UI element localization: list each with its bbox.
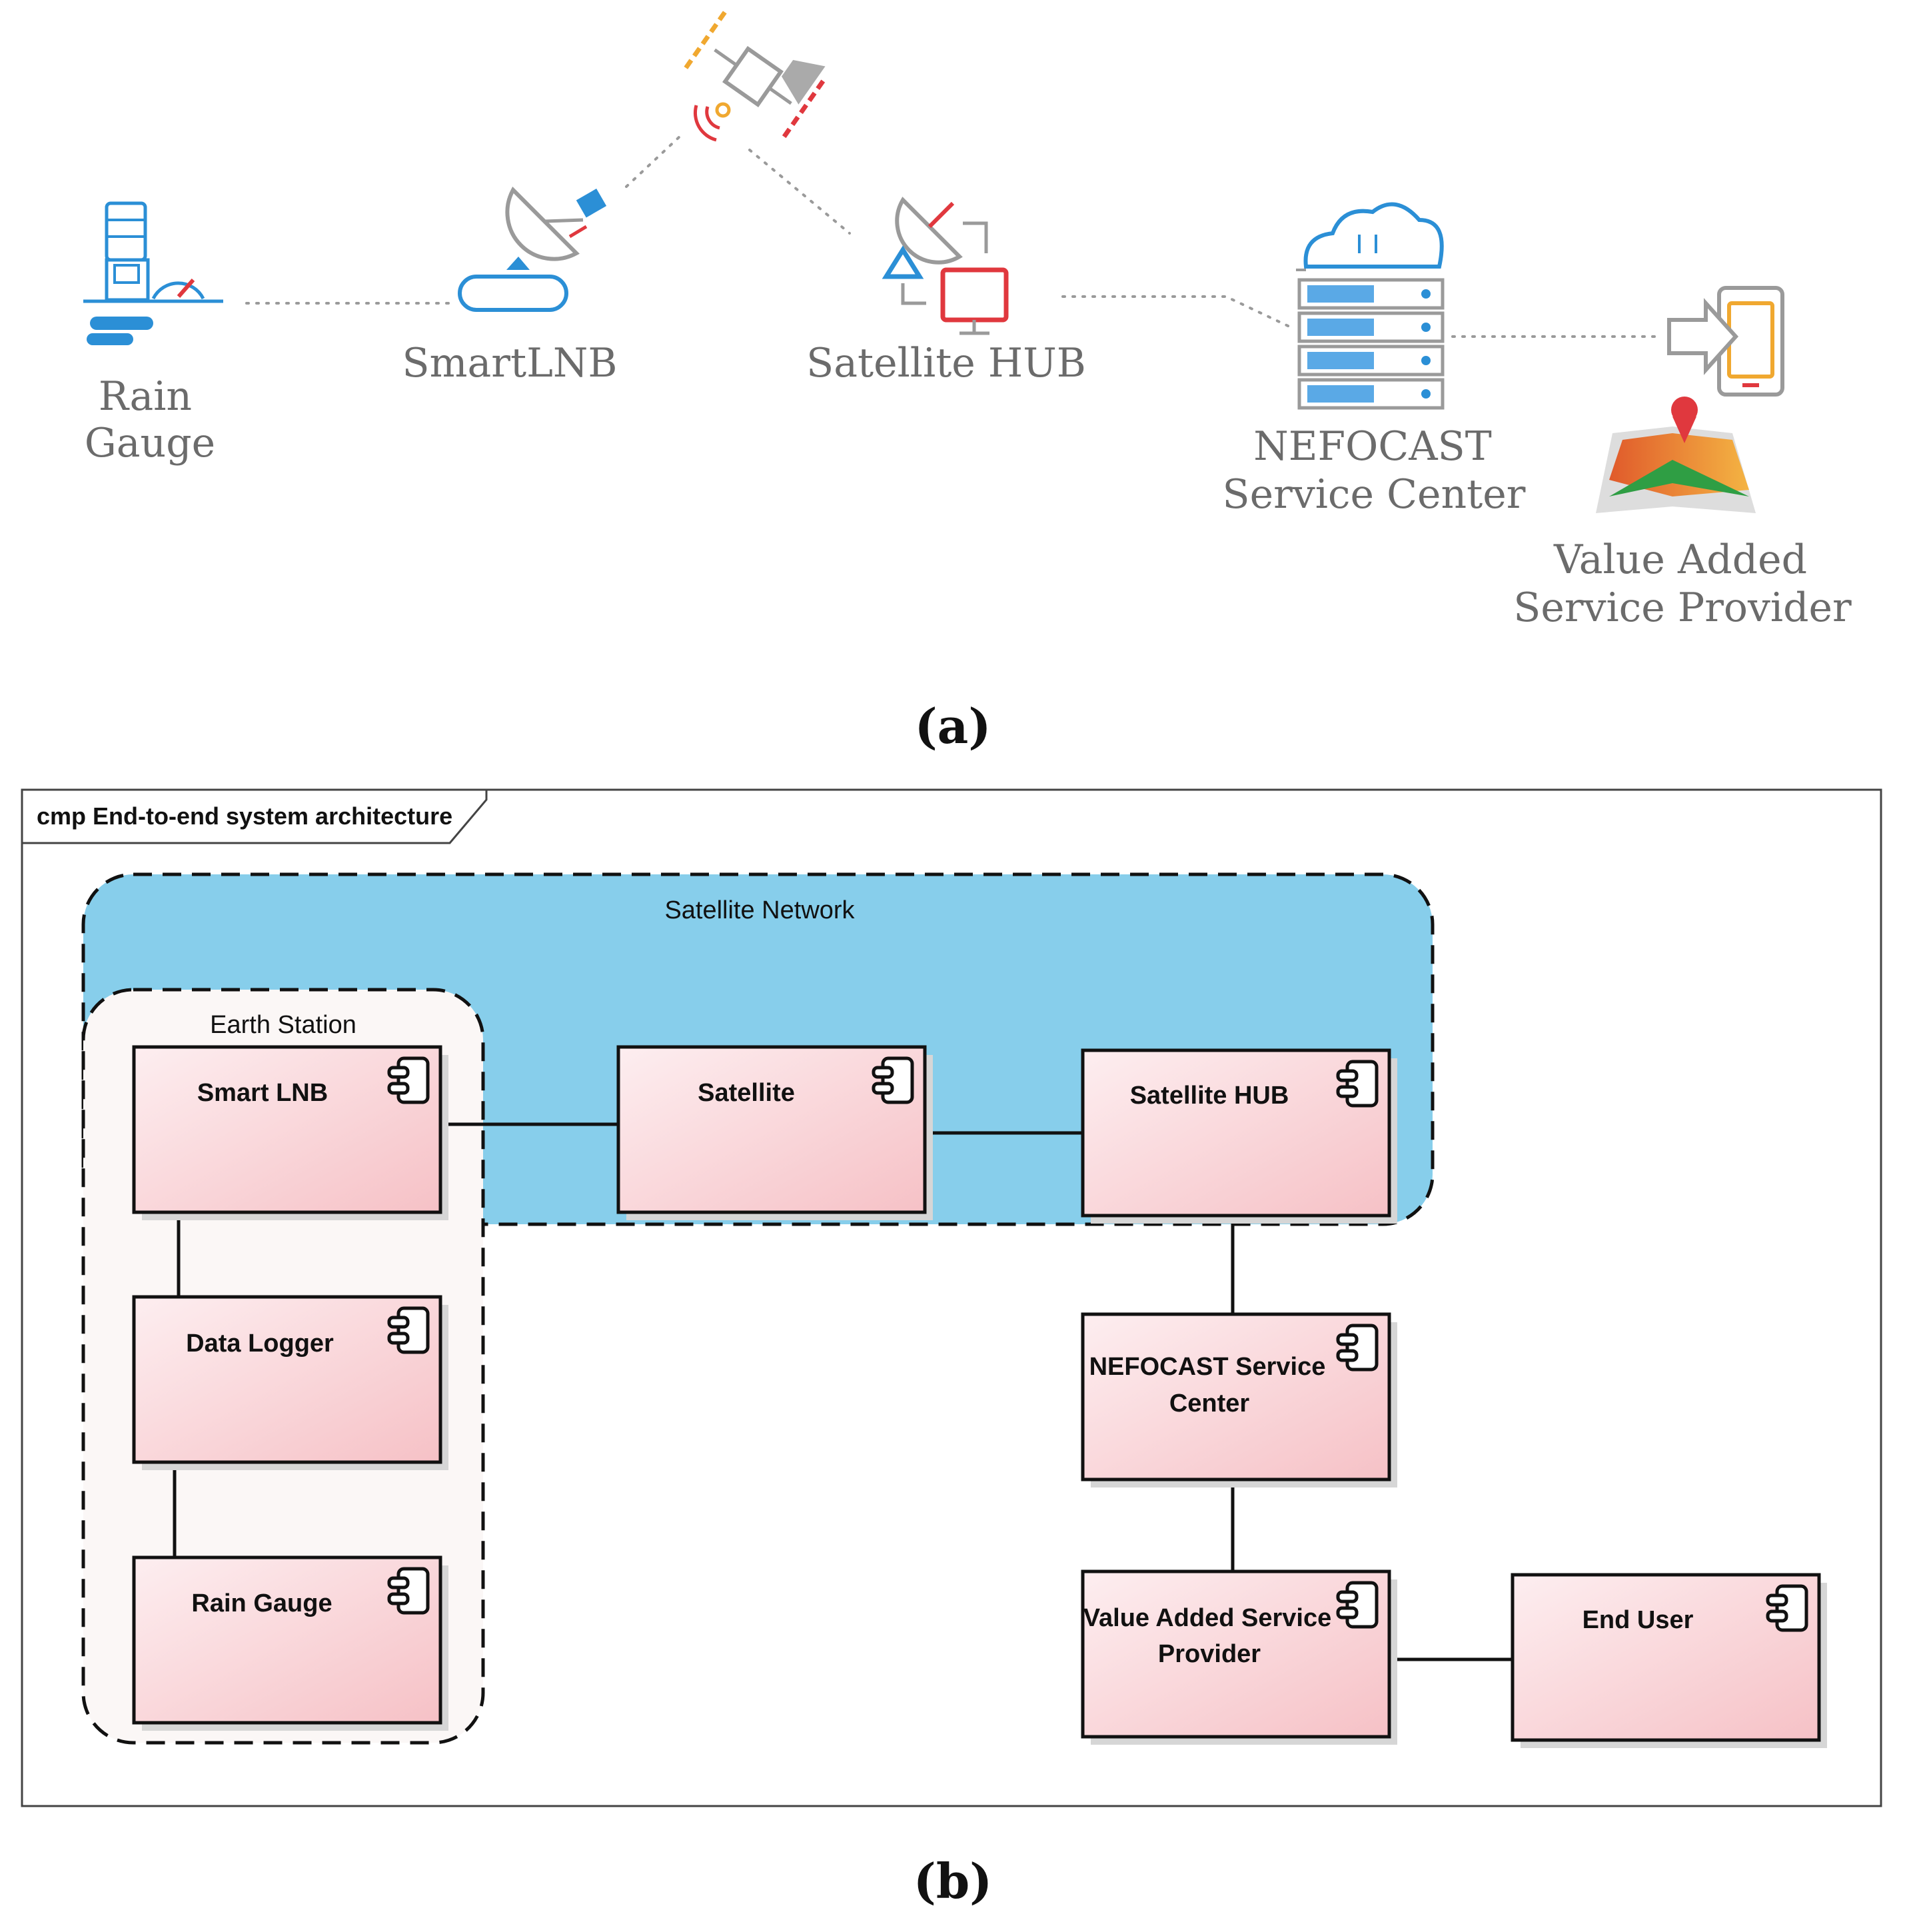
link-satellite-hub xyxy=(748,149,851,235)
component-box xyxy=(1081,1312,1391,1481)
component-nefocast-service-center: NEFOCAST Service Center xyxy=(1081,1312,1397,1487)
rain-gauge-label-line1: Rain xyxy=(99,373,192,420)
uml-component-icon xyxy=(387,1567,430,1615)
uml-frame-label: cmp End-to-end system architecture xyxy=(37,802,452,830)
nefocast-server-icon xyxy=(1296,202,1445,410)
smartlnb-label: SmartLNB xyxy=(402,340,618,387)
vasp-map-icon xyxy=(1596,397,1756,513)
vasp-label-line1: Value Added xyxy=(1553,536,1807,583)
component-label: Smart LNB xyxy=(197,1079,328,1107)
component-satellite-hub: Satellite HUB xyxy=(1081,1048,1397,1224)
link-hub-nefocast xyxy=(1061,295,1291,328)
component-label-line2: Center xyxy=(1169,1390,1250,1418)
satellite-icon xyxy=(680,11,826,143)
uml-component-icon xyxy=(872,1056,914,1104)
uml-component-icon xyxy=(387,1056,430,1104)
component-label: Satellite HUB xyxy=(1130,1082,1289,1110)
smartlnb-icon xyxy=(458,187,607,312)
earth-station-label: Earth Station xyxy=(210,1011,356,1039)
rain-gauge-icon xyxy=(83,201,223,345)
uml-component-icon xyxy=(1336,1324,1379,1372)
satellite-hub-label: Satellite HUB xyxy=(806,340,1086,387)
panel-b: cmp End-to-end system architecture Satel… xyxy=(21,788,1882,1909)
component-label: End User xyxy=(1583,1606,1694,1634)
component-label-line1: NEFOCAST Service xyxy=(1089,1353,1326,1381)
uml-frame-tab xyxy=(21,788,488,844)
connectors xyxy=(173,1122,1513,1661)
component-end-user: End User xyxy=(1511,1573,1827,1748)
component-label: Rain Gauge xyxy=(191,1589,332,1617)
component-label: Satellite xyxy=(698,1079,795,1107)
uml-component-icon xyxy=(1336,1060,1379,1108)
rain-gauge-label-line2: Gauge xyxy=(85,420,215,467)
satellite-network-label: Satellite Network xyxy=(664,896,855,924)
panel-a: Rain Gauge SmartLNB xyxy=(83,11,1852,754)
uml-component-icon xyxy=(1766,1584,1808,1632)
component-data-logger: Data Logger xyxy=(132,1295,448,1470)
component-label-line2: Provider xyxy=(1158,1640,1261,1668)
caption-b: (b) xyxy=(914,1853,992,1909)
component-satellite: Satellite xyxy=(616,1045,933,1220)
nefocast-label-line1: NEFOCAST xyxy=(1253,423,1491,470)
component-value-added-service-provider: Value Added Service Provider xyxy=(1081,1569,1397,1745)
satellite-hub-icon xyxy=(882,197,1009,335)
panel-a-links xyxy=(245,135,1664,338)
component-smart-lnb: Smart LNB xyxy=(132,1045,448,1220)
component-rain-gauge: Rain Gauge xyxy=(132,1555,448,1731)
uml-component-icon xyxy=(1336,1581,1379,1629)
caption-a: (a) xyxy=(915,698,991,754)
uml-component-icon xyxy=(387,1306,430,1354)
vasp-label-line2: Service Provider xyxy=(1513,584,1852,631)
signal-waves-icon xyxy=(693,102,731,142)
component-label-line1: Value Added Service xyxy=(1083,1604,1331,1632)
component-label: Data Logger xyxy=(186,1330,334,1358)
nefocast-label-line2: Service Center xyxy=(1223,471,1526,518)
vasp-phone-icon xyxy=(1667,286,1784,397)
link-smartlnb-satellite xyxy=(625,135,681,188)
